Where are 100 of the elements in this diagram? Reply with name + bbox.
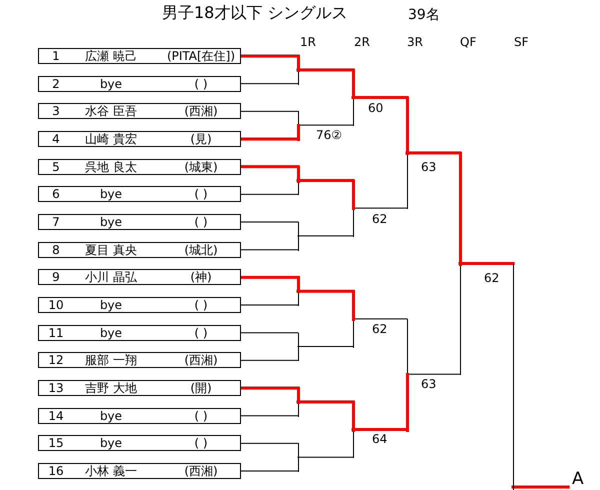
score-label: 60: [368, 101, 384, 115]
bracket-line: [240, 470, 298, 472]
round-header: QF: [460, 35, 476, 49]
bracket-line: [352, 208, 408, 209]
entry-number: 1: [51, 49, 61, 63]
player-box: [38, 269, 241, 286]
bracket-line: [298, 456, 354, 458]
entry-number: 6: [51, 187, 61, 202]
entry-number: 9: [51, 270, 61, 284]
player-box: [38, 214, 241, 230]
player-name: 小川 晶弘: [84, 270, 138, 284]
club-name: ( ): [193, 187, 209, 202]
bracket-line: [296, 179, 354, 182]
round-header: 2R: [354, 35, 370, 49]
player-box: [38, 408, 241, 424]
club-name: (神): [189, 270, 213, 284]
bracket-line: [240, 442, 298, 444]
round-header: SF: [514, 35, 529, 49]
bracket-line: [298, 346, 354, 348]
entrant-count: 39名: [408, 6, 440, 24]
club-name: ( ): [193, 326, 209, 340]
player-box: [38, 48, 241, 64]
player-box: [38, 186, 241, 202]
player-name: 吉野 大地: [84, 381, 138, 396]
club-name: (城北): [183, 242, 219, 257]
entry-number: 7: [51, 215, 61, 230]
entry-number: 2: [51, 76, 61, 91]
player-name: 広瀬 暁己: [84, 49, 138, 63]
bracket-line: [240, 194, 298, 195]
club-name: ( ): [193, 408, 209, 423]
round-header: 1R: [300, 35, 316, 49]
bracket-line: [240, 83, 298, 84]
entry-number: 15: [47, 436, 65, 450]
bracket-line: [296, 400, 354, 404]
round-header: 3R: [407, 35, 423, 49]
player-name: 山崎 貴宏: [84, 132, 138, 146]
player-box: [38, 463, 241, 480]
player-name: 服部 一翔: [84, 353, 138, 368]
player-box: [38, 103, 241, 120]
bracket-line: [298, 124, 354, 126]
title: 男子18才以下 シングルス: [162, 3, 348, 24]
score-label: 63: [421, 377, 436, 391]
player-box: [38, 297, 241, 314]
bracket-line: [240, 332, 298, 334]
entry-number: 16: [47, 464, 65, 478]
club-name: ( ): [193, 76, 209, 91]
bracket-line: [240, 110, 298, 112]
player-name: bye: [98, 298, 124, 312]
club-name: ( ): [193, 436, 209, 450]
entry-number: 4: [51, 132, 61, 146]
player-name: bye: [98, 215, 124, 230]
player-name: bye: [98, 436, 124, 450]
entry-number: 14: [47, 408, 65, 423]
player-name: 水谷 臣吾: [84, 104, 138, 118]
bracket-line: [406, 374, 460, 375]
bracket-line: [240, 360, 298, 361]
bracket-line: [352, 318, 408, 320]
score-label: 62: [372, 212, 388, 226]
player-box: [38, 324, 241, 341]
bracket-line: [512, 486, 570, 488]
entry-number: 12: [47, 353, 65, 368]
bracket-line: [240, 304, 298, 306]
score-label: 64: [372, 432, 388, 446]
club-name: (開): [189, 381, 213, 396]
bracket-line: [240, 249, 298, 250]
player-name: 呉地 良太: [84, 160, 138, 174]
bracket-line: [458, 262, 514, 266]
player-box: [38, 131, 241, 147]
player-box: [38, 158, 241, 175]
bracket-line: [352, 428, 408, 432]
player-box: [38, 380, 241, 396]
entry-number: 13: [47, 381, 65, 396]
entry-number: 8: [51, 242, 61, 257]
player-name: bye: [98, 76, 124, 91]
club-name: (PITA[在住]): [166, 49, 236, 63]
club-name: (城東): [183, 160, 219, 174]
score-label: 62: [372, 322, 388, 336]
club-name: ( ): [193, 298, 209, 312]
score-label: 62: [484, 271, 500, 285]
club-name: (西湘): [183, 104, 219, 118]
player-box: [38, 76, 241, 92]
entry-number: 3: [51, 104, 61, 118]
bracket-line: [240, 222, 298, 223]
entry-number: 5: [51, 160, 61, 174]
bracket-line: [240, 415, 298, 416]
player-box: [38, 242, 241, 258]
score-label: 76②: [316, 128, 342, 142]
club-name: (西湘): [183, 353, 219, 368]
block-label: A: [572, 471, 584, 488]
player-box: [38, 352, 241, 368]
club-name: (西湘): [183, 464, 219, 478]
club-name: ( ): [193, 215, 209, 230]
player-name: bye: [98, 326, 124, 340]
player-name: bye: [98, 187, 124, 202]
score-label: 63: [421, 160, 436, 174]
entry-number: 11: [47, 326, 65, 340]
bracket-line: [298, 235, 354, 236]
bracket-line: [406, 151, 462, 154]
player-box: [38, 435, 241, 452]
bracket-line: [296, 68, 354, 72]
